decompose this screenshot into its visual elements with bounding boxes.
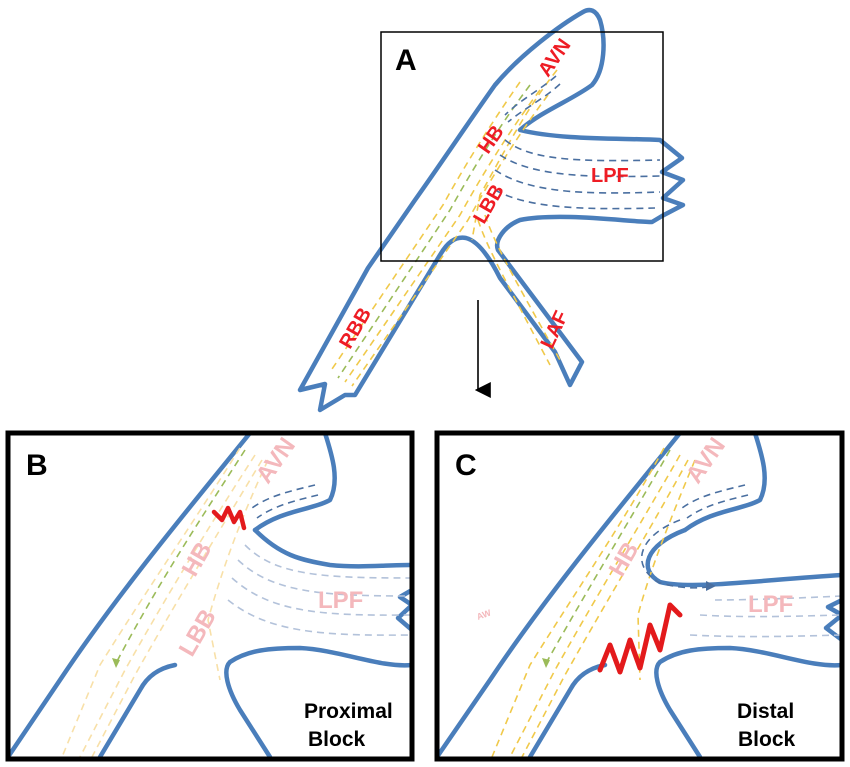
- panel-b-fiber-green: [114, 449, 246, 666]
- panel-c-wall-lpf-top: [645, 527, 842, 588]
- panel-c-fiber-y2: [521, 459, 689, 758]
- fiber-lpf-6: [494, 189, 656, 210]
- panel-b-wall-notch: [395, 587, 412, 633]
- panel-c-fiber-avn-2: [686, 494, 749, 519]
- panel-b-fiber-lpf-2: [237, 559, 411, 597]
- panel-c-fiber-lpf-3: [699, 614, 842, 618]
- panel-c-fiber-avn-1: [681, 484, 746, 509]
- panel-c-fiber-y4: [491, 447, 665, 758]
- panel-b-caption-line2: Block: [308, 728, 366, 751]
- zoom-box: [380, 31, 664, 262]
- panel-c-caption-line1: Distal: [737, 700, 794, 723]
- panel-c-fiber-lpf-1: [640, 519, 713, 589]
- panel-b-fiber-y4: [61, 447, 241, 758]
- panel-c-conduction-arrow-blue: [706, 581, 716, 591]
- panel-b-fiber-avn-1: [251, 484, 316, 509]
- panel-c-label-aw: AW: [475, 607, 493, 622]
- panel-c-wall-lpf-bottom: [654, 645, 842, 759]
- panel-c-fiber-green: [544, 449, 671, 666]
- panel-b-caption-line1: Proximal: [304, 700, 393, 723]
- fiber-laf-1: [484, 214, 561, 361]
- fiber-lpf-2: [507, 83, 561, 123]
- panel-b-fiber-y1: [79, 454, 256, 758]
- panel-b-label-lpf: LPF: [318, 587, 363, 614]
- panel-b-wall-avn: [252, 433, 337, 533]
- panel-b-wall-lpf-top: [252, 527, 412, 569]
- label-lpf: LPF: [591, 165, 629, 187]
- panel-b-wall-lpf-bottom: [224, 645, 412, 759]
- overview-anatomy: A AVN HB LPF LBB RBB LAF: [297, 7, 686, 413]
- panel-b-conduction-arrow: [112, 658, 120, 668]
- panel-b-wall-outer: [8, 433, 253, 759]
- panel-c-conduction-arrow-green: [542, 658, 550, 668]
- panel-c-caption-line2: Block: [738, 728, 796, 751]
- fiber-laf-2: [477, 219, 551, 366]
- panel-c-fiber-lpf-4: [689, 634, 842, 638]
- panel-b-fiber-y3: [207, 459, 269, 681]
- panel-b-letter: B: [26, 449, 48, 482]
- panel-b-proximal-block: [211, 505, 247, 531]
- fiber-lpf-4: [499, 154, 661, 178]
- panel-c: AVN HB LPF AW C Distal Block: [434, 430, 845, 762]
- panel-c-label-avn: AVN: [681, 433, 731, 489]
- panel-b-fiber-lpf-3: [231, 577, 411, 616]
- fiber-trunk-4: [329, 81, 521, 373]
- panel-c-wall-notch: [823, 597, 842, 643]
- panel-c-frame: [434, 430, 845, 762]
- panel-c-label-lpf: LPF: [748, 591, 793, 618]
- panel-c-distal-block: [597, 602, 683, 675]
- fiber-trunk-1: [344, 89, 541, 383]
- panel-b-frame: [5, 430, 415, 762]
- panel-c-letter: C: [455, 449, 477, 482]
- panel-b-fiber-avn-2: [256, 494, 319, 519]
- panel-b-fiber-lpf-4: [227, 599, 411, 636]
- bundle-wall-left: [297, 7, 686, 413]
- panel-b-fiber-y2: [91, 459, 263, 758]
- fiber-lpf-1: [504, 75, 557, 116]
- panel-a-letter: A: [395, 44, 417, 77]
- panel-c-fiber-y1: [509, 454, 681, 758]
- fiber-lpf-3: [504, 139, 661, 162]
- panel-b-fiber-lpf-1: [244, 544, 411, 579]
- panel-c-fiber-lpf-2: [714, 595, 842, 601]
- panel-b-label-avn: AVN: [251, 433, 301, 489]
- label-lbb: LBB: [469, 181, 509, 228]
- panel-b-wall-rbb: [97, 662, 178, 759]
- panel-c-wall-rbb: [527, 662, 608, 759]
- panel-c-fiber-y3: [637, 459, 696, 681]
- panel-c-wall-avn: [682, 433, 767, 533]
- panel-b: AVN HB LBB LPF B Proximal Block: [5, 430, 415, 762]
- fiber-lpf-5: [494, 169, 661, 194]
